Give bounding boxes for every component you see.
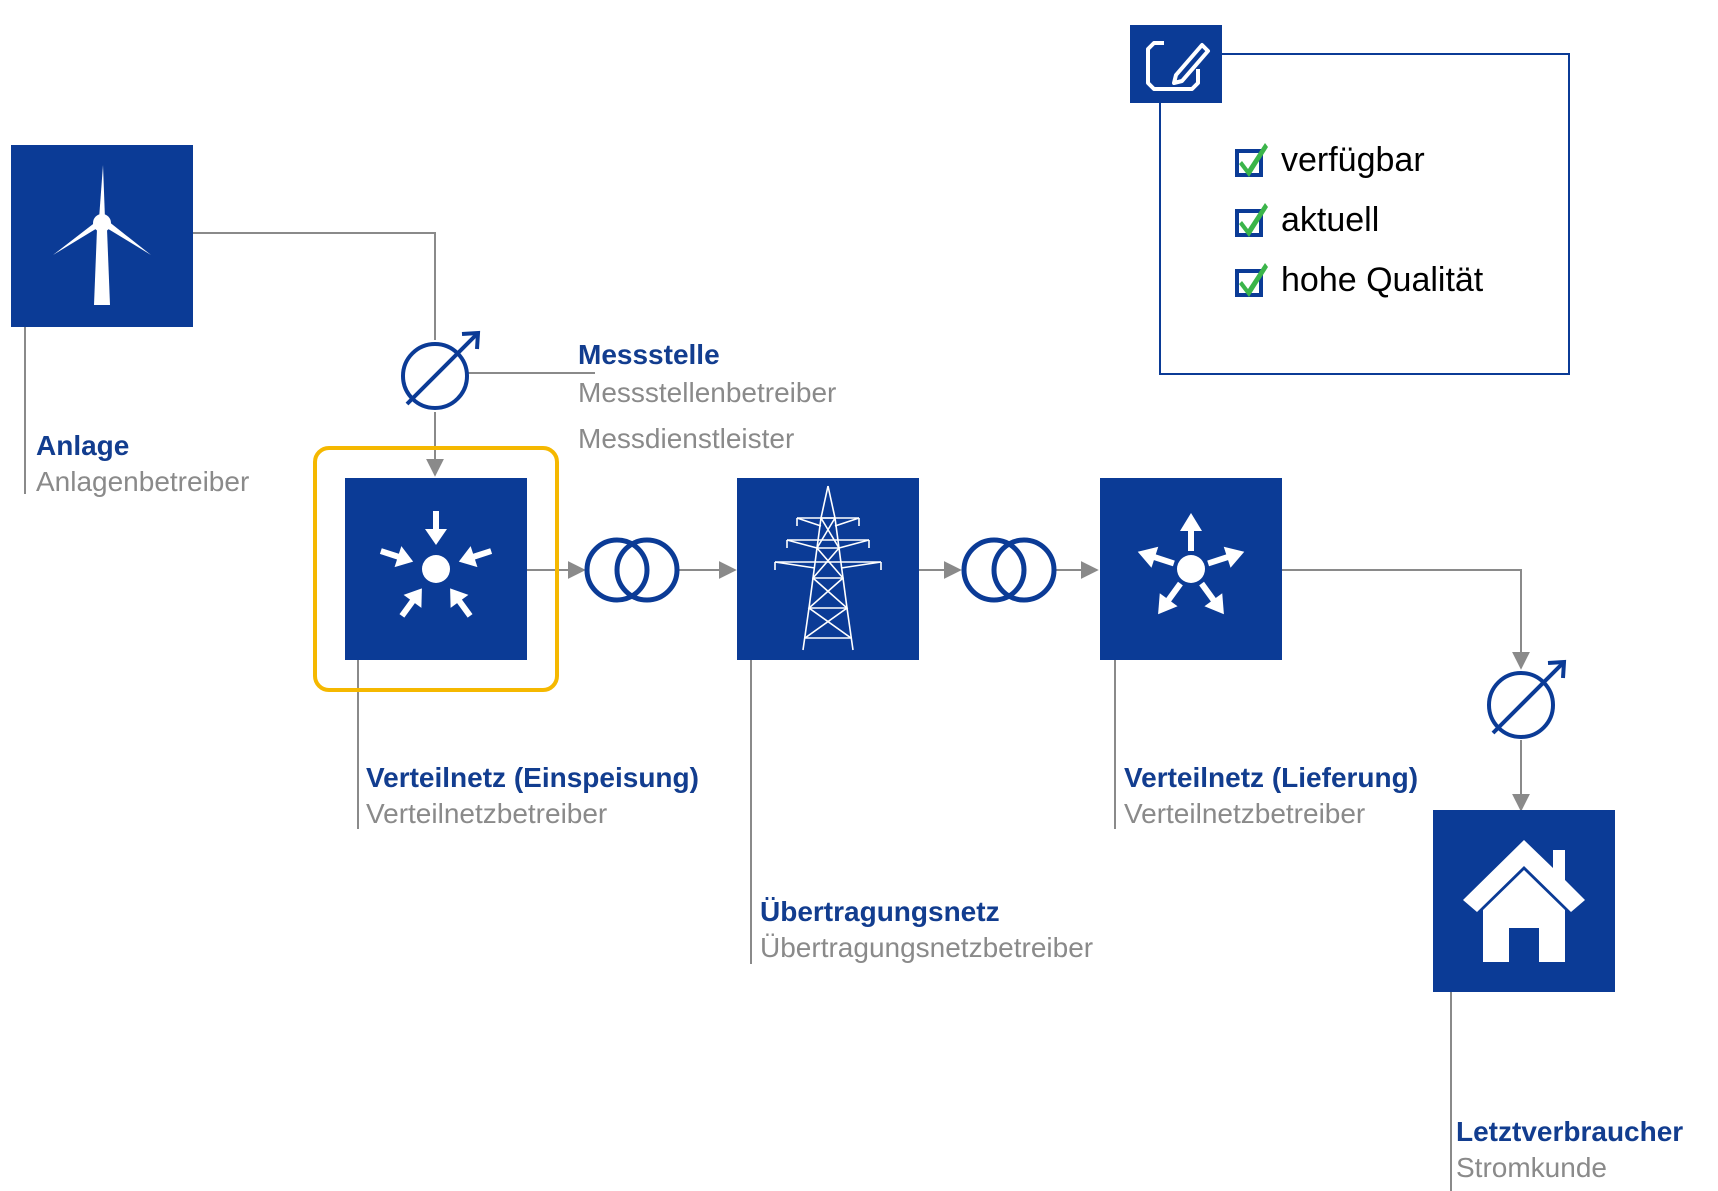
uebertragungsnetz-title: Übertragungsnetz [760,896,1000,927]
messstelle-title: Messstelle [578,339,720,370]
messstelle-subtitle-1: Messstellenbetreiber [578,377,837,408]
anlage-label: Anlage Anlagenbetreiber [36,428,249,500]
transformer-icon-2 [961,537,1057,603]
uebertragungsnetz-subtitle: Übertragungsnetzbetreiber [760,932,1094,963]
meter-icon [401,330,481,410]
anlage-subtitle: Anlagenbetreiber [36,466,250,497]
checklist-item: aktuell [1281,201,1380,239]
anlage-title: Anlage [36,430,130,461]
checklist-item: hohe Qualität [1281,261,1484,299]
letztverbraucher-title: Letztverbraucher [1456,1116,1684,1147]
meter-icon-2 [1487,659,1567,739]
verteilnetz-einspeisung-subtitle: Verteilnetzbetreiber [366,798,608,829]
connector-anlage-to-meter [193,232,436,340]
check-icon [1235,263,1268,297]
transmission-tower-icon [737,478,919,660]
checklist-box [1159,53,1570,375]
checklist-item: verfügbar [1281,141,1425,179]
check-icon [1235,143,1268,177]
messstelle-label: Messstelle Messstellenbetreiber Messdien… [578,336,836,458]
verteilnetz-lieferung-subtitle: Verteilnetzbetreiber [1124,798,1366,829]
letztverbraucher-subtitle: Stromkunde [1456,1152,1607,1183]
transformer-icon [584,537,680,603]
verteilnetz-einspeisung-title: Verteilnetz (Einspeisung) [366,762,699,793]
messstelle-subtitle-2: Messdienstleister [578,423,795,454]
converging-arrows-icon [345,478,527,660]
letztverbraucher-label: Letztverbraucher Stromkunde [1456,1114,1683,1186]
house-icon [1433,810,1615,992]
checkbox-icons [1235,143,1268,297]
edit-document-icon [1130,25,1222,103]
uebertragungsnetz-label: Übertragungsnetz Übertragungsnetzbetreib… [760,894,1093,966]
verteilnetz-lieferung-label: Verteilnetz (Lieferung) Verteilnetzbetre… [1124,760,1418,832]
wind-turbine-icon [11,145,193,327]
verteilnetz-einspeisung-label: Verteilnetz (Einspeisung) Verteilnetzbet… [366,760,699,832]
connectors [24,232,1530,1191]
highlight-frame [313,446,559,692]
verteilnetz-lieferung-title: Verteilnetz (Lieferung) [1124,762,1419,793]
check-icon [1235,203,1268,237]
connector-verteilnetz2-to-meter2 [1281,569,1530,670]
diverging-arrows-icon [1100,478,1282,660]
